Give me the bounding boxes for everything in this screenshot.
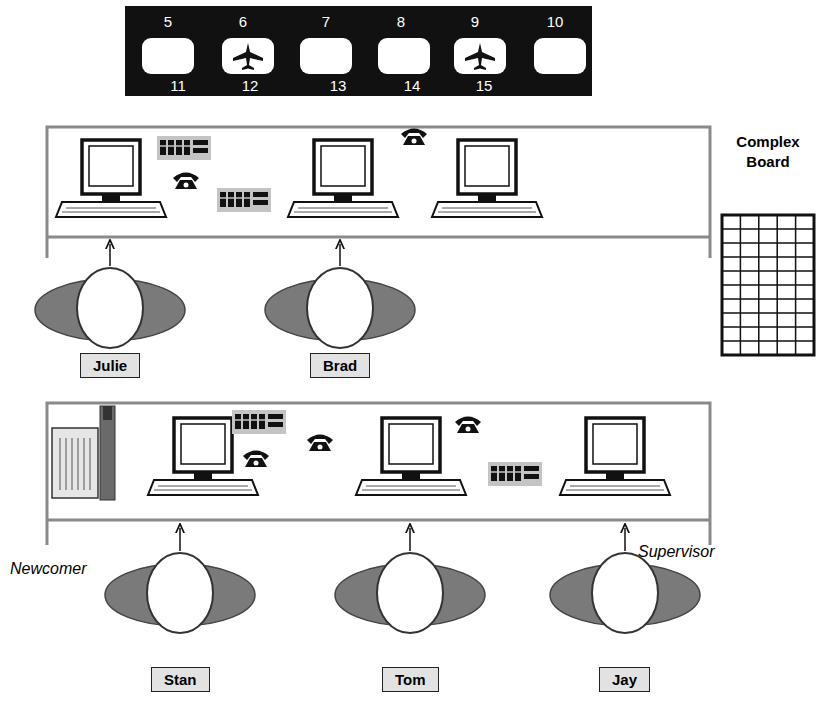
complex-board-grid xyxy=(722,215,814,355)
gate-number: 11 xyxy=(170,77,186,94)
flight-board xyxy=(125,6,592,96)
telephone xyxy=(173,173,199,190)
name-tag: Tom xyxy=(382,667,439,692)
node-text: Brad xyxy=(323,357,357,374)
operator-figure xyxy=(550,553,700,633)
upper-console xyxy=(47,127,710,258)
keypad xyxy=(232,410,286,434)
facing-arrow xyxy=(624,528,626,551)
gate-number: 13 xyxy=(330,77,347,94)
telephone xyxy=(307,435,333,452)
name-tag: Julie xyxy=(80,353,140,378)
node-text: Jay xyxy=(612,671,637,688)
computer-terminal xyxy=(560,418,670,495)
facing-arrow xyxy=(179,528,181,551)
computer-terminal xyxy=(56,140,166,217)
gate-number: 14 xyxy=(404,77,421,94)
facing-arrow xyxy=(339,244,341,266)
gate-number: 15 xyxy=(476,77,493,94)
facing-arrow xyxy=(109,244,111,266)
gate-number: 10 xyxy=(547,13,564,30)
computer-terminal xyxy=(288,140,398,217)
name-tag: Stan xyxy=(151,667,210,692)
node-text: Complex Board xyxy=(723,132,813,171)
lower-console xyxy=(47,403,710,545)
keypad xyxy=(488,462,542,486)
role-note: Supervisor xyxy=(638,543,714,561)
operator-figure xyxy=(105,553,255,633)
operator-figure xyxy=(265,268,415,348)
printer xyxy=(52,406,115,500)
board-caption: Complex Board xyxy=(723,132,813,171)
operator-figure xyxy=(35,268,185,348)
gate-number: 6 xyxy=(239,13,247,30)
keypad xyxy=(217,188,271,212)
operator-figure xyxy=(335,553,485,633)
computer-terminal xyxy=(432,140,542,217)
computer-terminal xyxy=(356,418,466,495)
gate-number: 9 xyxy=(471,13,479,30)
telephone xyxy=(401,129,427,146)
role-note: Newcomer xyxy=(10,560,86,578)
node-text: Stan xyxy=(164,671,197,688)
telephone xyxy=(243,451,269,468)
name-tag: Jay xyxy=(599,667,650,692)
airplane-icon xyxy=(233,43,263,70)
node-text: Julie xyxy=(93,357,127,374)
gate-number: 8 xyxy=(397,13,405,30)
telephone xyxy=(455,417,481,434)
gate-number: 12 xyxy=(242,77,259,94)
name-tag: Brad xyxy=(310,353,370,378)
airplane-icon xyxy=(465,43,495,70)
keypad xyxy=(157,136,211,160)
gate-number: 7 xyxy=(322,13,330,30)
node-text: Tom xyxy=(395,671,426,688)
facing-arrow xyxy=(409,528,411,551)
gate-number: 5 xyxy=(164,13,172,30)
